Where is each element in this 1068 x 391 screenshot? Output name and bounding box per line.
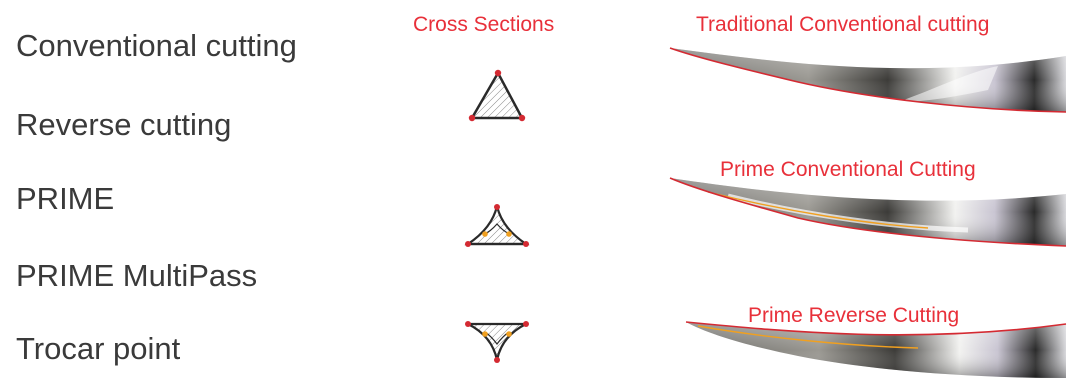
needle-title-prime-reverse: Prime Reverse Cutting bbox=[748, 304, 960, 327]
needle-prime-conventional bbox=[669, 177, 1067, 247]
cross-section-prime bbox=[464, 204, 530, 247]
label-prime-multipass: PRIME MultiPass bbox=[16, 258, 258, 293]
label-trocar-point: Trocar point bbox=[16, 331, 181, 366]
cross-section-trocar bbox=[465, 321, 529, 363]
cross-section-triangle bbox=[468, 69, 526, 122]
needle-title-traditional: Traditional Conventional cutting bbox=[696, 13, 990, 36]
needle-traditional-conventional bbox=[669, 47, 1067, 113]
label-prime: PRIME bbox=[16, 181, 115, 216]
needle-prime-reverse bbox=[685, 321, 1067, 378]
needle-title-prime-conventional: Prime Conventional Cutting bbox=[720, 158, 976, 181]
cross-sections-title: Cross Sections bbox=[413, 13, 555, 36]
label-reverse-cutting: Reverse cutting bbox=[16, 107, 232, 142]
label-conventional-cutting: Conventional cutting bbox=[16, 28, 297, 63]
